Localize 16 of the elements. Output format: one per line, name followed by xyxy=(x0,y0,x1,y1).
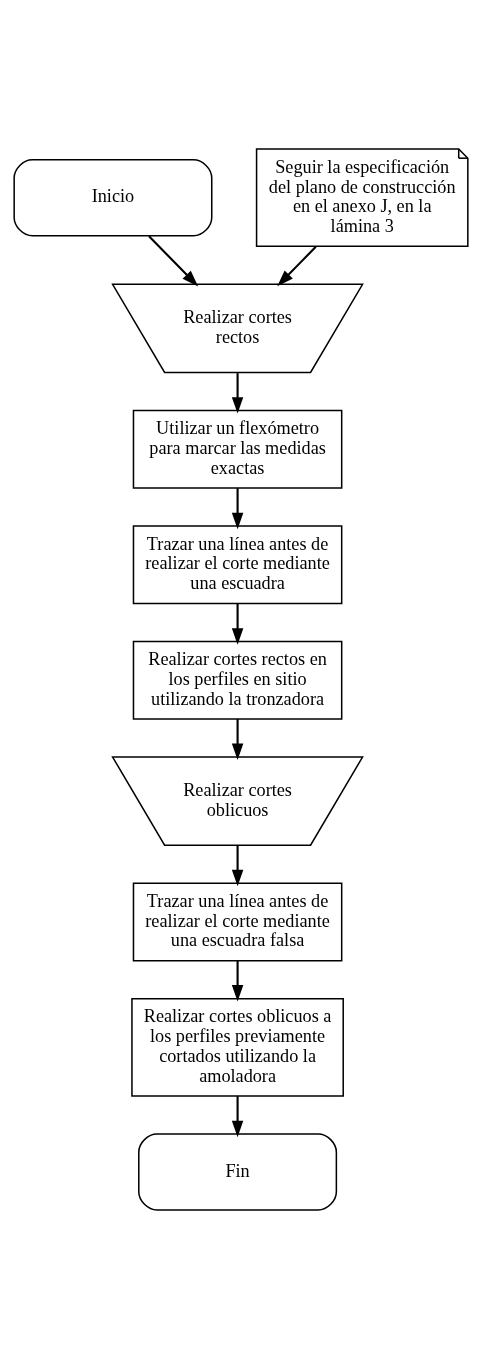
arrow xyxy=(148,234,199,286)
arrow xyxy=(231,960,244,1001)
arrow xyxy=(231,1095,244,1137)
arrow xyxy=(277,245,317,286)
node-box: Inicio xyxy=(13,158,213,236)
node-box: Trazar una línea antes de realizar el corte mediante una escuadra falsa xyxy=(132,881,343,961)
node-box: Fin xyxy=(138,1132,338,1211)
node-box: Realizar cortes rectos en los perfiles en sitio utilizando la tronzadora xyxy=(132,640,343,720)
arrow xyxy=(231,603,244,645)
arrow xyxy=(231,845,244,886)
node-box: Realizar cortes oblicuos a los perfiles previamente cortados utilizando la amoladora xyxy=(131,997,344,1097)
arrow xyxy=(231,718,244,760)
node-box: Trazar una línea antes de realizar el corte mediante una escuadra xyxy=(132,524,343,604)
arrow xyxy=(231,487,244,529)
arrow xyxy=(231,372,244,414)
node-box: Utilizar un flexómetro para marcar las medidas exactas xyxy=(132,409,343,489)
